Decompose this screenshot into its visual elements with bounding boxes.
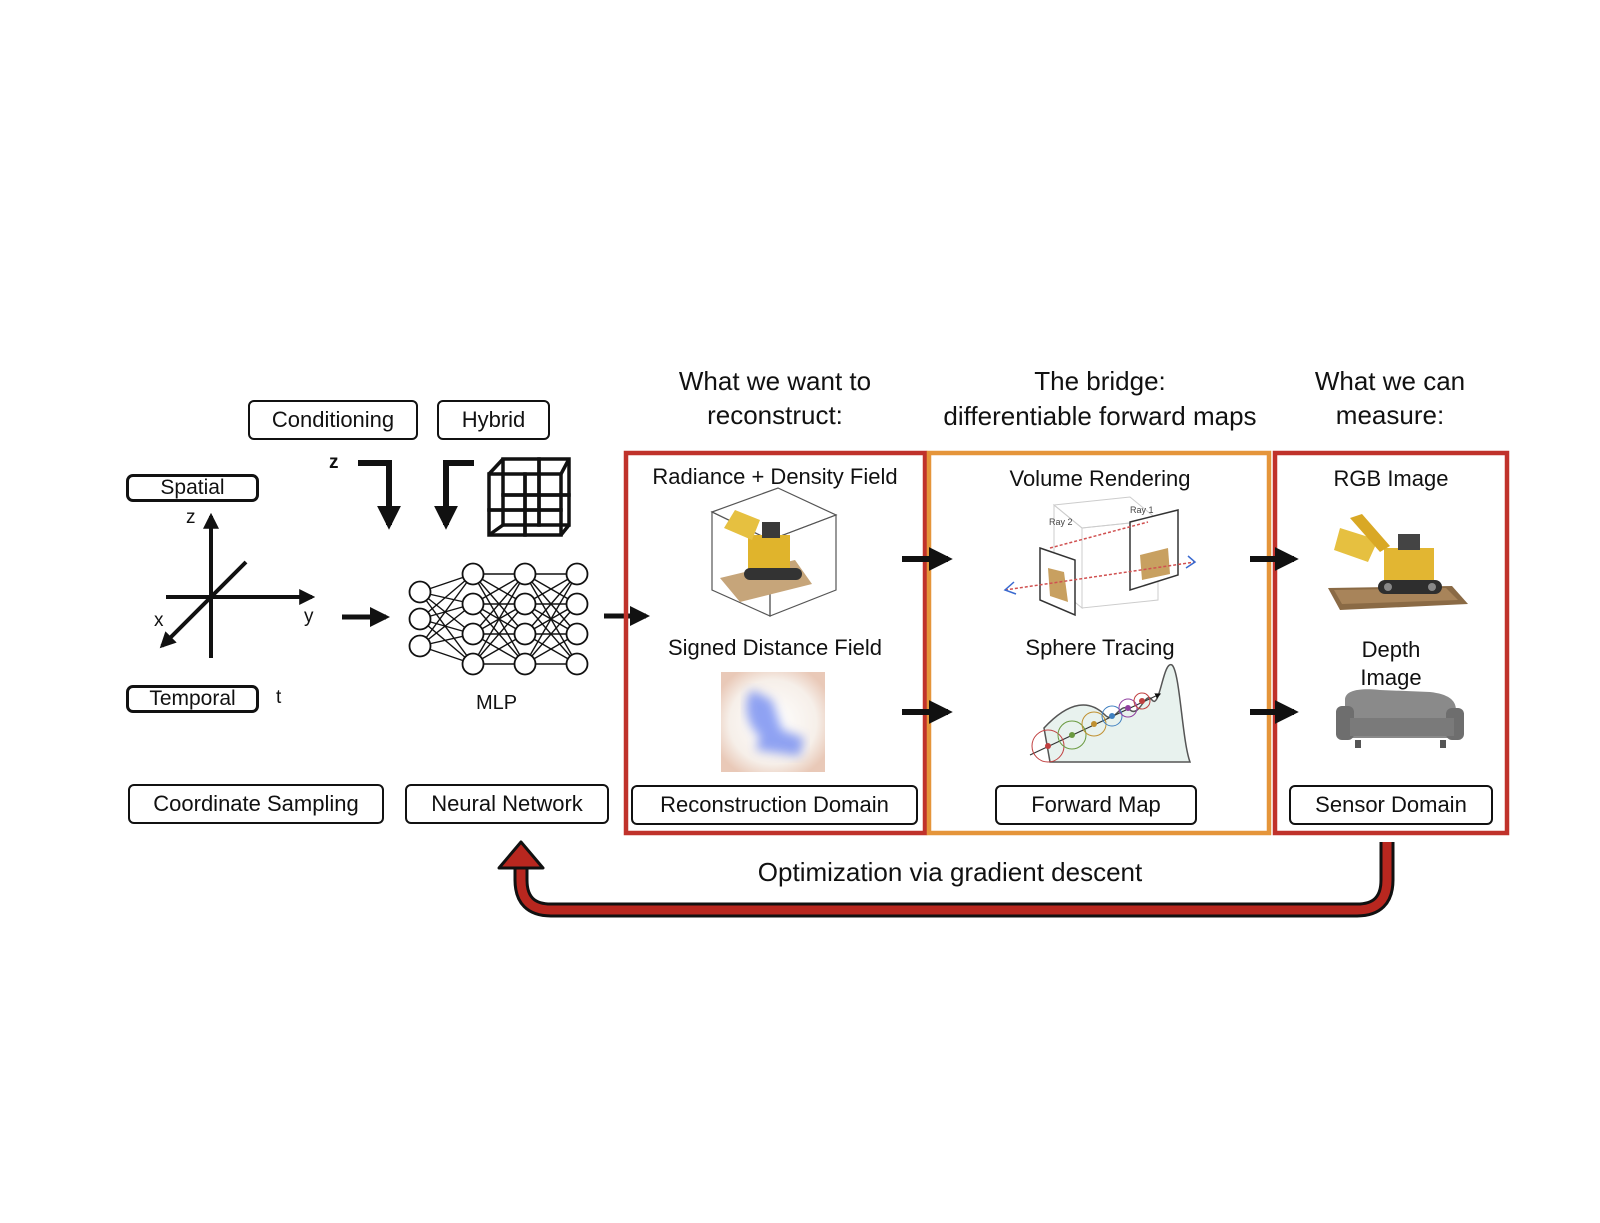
heading-bridge-line1: The bridge: bbox=[1034, 366, 1166, 396]
mlp-node bbox=[513, 652, 537, 676]
bulldozer-rgb-icon bbox=[1328, 514, 1468, 610]
sphere-tracing-icon bbox=[1029, 664, 1192, 763]
mlp-edge bbox=[419, 573, 474, 620]
neural-network-label: Neural Network bbox=[405, 784, 609, 824]
heading-reconstruct: What we want to reconstruct: bbox=[678, 366, 872, 430]
forward-map-label: Forward Map bbox=[995, 785, 1197, 825]
mlp-edge bbox=[472, 573, 526, 635]
coordinate-sampling-label: Coordinate Sampling bbox=[128, 784, 384, 824]
z-conditioning-label: z bbox=[329, 452, 339, 473]
mlp-edge bbox=[524, 573, 578, 665]
mlp-node bbox=[408, 634, 432, 658]
volume-rendering-icon: Ray 2 Ray 1 bbox=[1003, 496, 1197, 617]
hybrid-grid-icon bbox=[487, 457, 571, 537]
reconstruction-domain-label: Reconstruction Domain bbox=[631, 785, 918, 825]
rgb-image-label: RGB Image bbox=[1333, 466, 1449, 491]
conditioning-arrows bbox=[358, 460, 474, 530]
mlp-edge bbox=[419, 591, 474, 665]
axis-z-label: z bbox=[186, 507, 196, 528]
optimization-arrow bbox=[497, 840, 1395, 918]
sdf-chair-icon bbox=[721, 672, 825, 772]
temporal-label: Temporal bbox=[126, 685, 259, 713]
mlp-edge bbox=[524, 573, 578, 635]
mlp-node bbox=[408, 607, 432, 631]
mlp-node bbox=[513, 562, 537, 586]
mlp-edge bbox=[472, 603, 526, 665]
coordinate-axes-icon bbox=[159, 512, 316, 658]
mlp-node bbox=[408, 580, 432, 604]
forward-map-panel bbox=[926, 450, 1272, 836]
ray1-label: Ray 1 bbox=[1130, 505, 1154, 515]
sensor-panel bbox=[1272, 450, 1510, 836]
mlp-node bbox=[461, 592, 485, 616]
sdf-label: Signed Distance Field bbox=[667, 635, 882, 660]
bulldozer-cube-icon bbox=[710, 487, 838, 617]
mlp-edge bbox=[524, 603, 578, 665]
heading-measure: What we can measure: bbox=[1314, 366, 1466, 430]
mlp-node bbox=[461, 652, 485, 676]
optimization-label: Optimization via gradient descent bbox=[757, 857, 1143, 887]
mlp-network-icon bbox=[408, 562, 589, 676]
spatial-label: Spatial bbox=[126, 474, 259, 502]
mlp-node bbox=[461, 622, 485, 646]
mlp-edge bbox=[419, 618, 474, 665]
reconstruction-panel bbox=[623, 450, 928, 836]
mlp-node bbox=[513, 622, 537, 646]
mlp-node bbox=[565, 592, 589, 616]
radiance-density-label: Radiance + Density Field bbox=[652, 464, 898, 489]
mlp-node bbox=[565, 562, 589, 586]
depth-image-label-line2: Image bbox=[1360, 665, 1422, 690]
depth-image-label-line1: Depth bbox=[1361, 637, 1421, 662]
mlp-label: MLP bbox=[476, 692, 518, 714]
mlp-edge bbox=[419, 573, 474, 647]
ray2-label: Ray 2 bbox=[1049, 517, 1073, 527]
conditioning-label: Conditioning bbox=[248, 400, 418, 440]
mlp-node bbox=[565, 652, 589, 676]
sensor-domain-label: Sensor Domain bbox=[1289, 785, 1493, 825]
sofa-depth-icon bbox=[1336, 689, 1464, 748]
mlp-node bbox=[513, 592, 537, 616]
mlp-node bbox=[461, 562, 485, 586]
axis-y-label: y bbox=[304, 606, 314, 627]
axis-x-label: x bbox=[154, 610, 164, 631]
hybrid-label: Hybrid bbox=[437, 400, 550, 440]
t-label: t bbox=[276, 687, 282, 708]
volume-rendering-label: Volume Rendering bbox=[1009, 466, 1191, 491]
sphere-tracing-label: Sphere Tracing bbox=[1025, 635, 1175, 660]
mlp-node bbox=[565, 622, 589, 646]
heading-bridge-line2: differentiable forward maps bbox=[943, 401, 1257, 431]
mlp-edge bbox=[472, 573, 526, 665]
